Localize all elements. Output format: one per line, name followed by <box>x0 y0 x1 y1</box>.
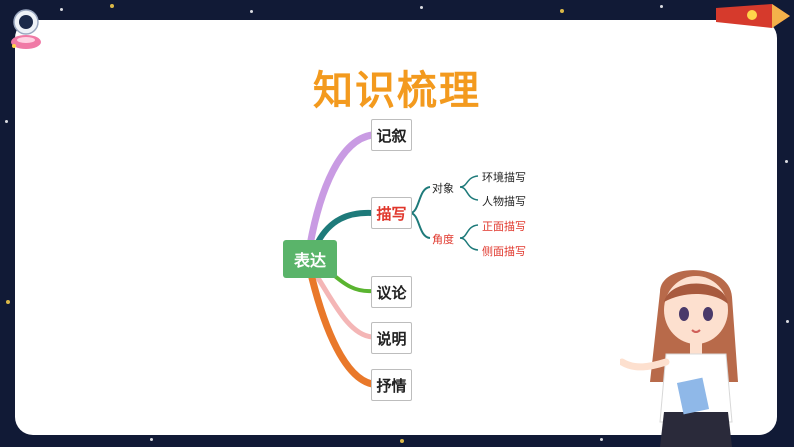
page-title: 知识梳理 <box>313 68 481 114</box>
sub-branch-object <box>409 186 431 214</box>
star-decoration <box>560 9 564 13</box>
node-miaoxie: 描写 <box>371 197 412 229</box>
leaf-indirect: 侧面描写 <box>482 245 526 258</box>
node-jixu: 记叙 <box>371 119 412 151</box>
label-angle: 角度 <box>432 233 454 246</box>
branch-shuoming <box>315 275 375 340</box>
star-decoration <box>250 10 253 13</box>
node-yilun: 议论 <box>371 276 412 308</box>
leaf-branch <box>459 237 479 251</box>
leaf-branch <box>459 186 479 201</box>
star-decoration <box>5 120 8 123</box>
leaf-branch <box>459 175 479 188</box>
star-decoration <box>400 439 404 443</box>
leaf-direct: 正面描写 <box>482 220 526 233</box>
node-shuqing: 抒情 <box>371 369 412 401</box>
center-node: 表达 <box>283 240 337 278</box>
node-shuoming: 说明 <box>371 322 412 354</box>
leaf-character: 人物描写 <box>482 195 526 208</box>
branch-miaoxie <box>315 209 375 245</box>
star-decoration <box>600 438 603 441</box>
branch-jixu <box>306 131 376 249</box>
leaf-branch <box>459 224 479 239</box>
star-decoration <box>6 300 10 304</box>
astronaut-icon <box>11 9 41 49</box>
star-decoration <box>150 438 153 441</box>
rocket-icon <box>716 4 790 28</box>
branch-shuqing <box>308 274 376 388</box>
star-decoration <box>60 8 63 11</box>
star-decoration <box>110 4 114 8</box>
teacher-illustration <box>620 270 738 447</box>
star-decoration <box>660 5 663 8</box>
leaf-environment: 环境描写 <box>482 171 526 184</box>
star-decoration <box>420 6 423 9</box>
star-decoration <box>786 320 789 323</box>
sub-branch-angle <box>409 212 431 239</box>
label-object: 对象 <box>432 182 454 195</box>
star-decoration <box>785 160 788 163</box>
